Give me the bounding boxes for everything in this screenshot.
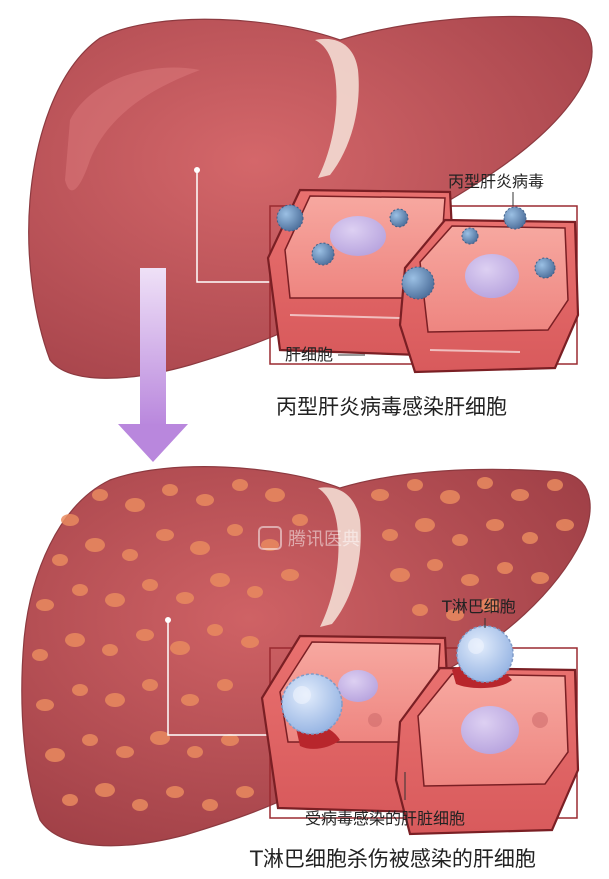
bottom-panel: 腾讯医典 — [21, 466, 591, 871]
virus-particle — [311, 242, 335, 266]
virus-particle — [401, 266, 435, 300]
svg-text:腾讯医典: 腾讯医典 — [288, 529, 360, 550]
liver-lesions — [32, 477, 574, 811]
top-caption: 丙型肝炎病毒感染肝细胞 — [276, 395, 507, 419]
hepatocyte-label: 肝细胞 — [285, 345, 333, 364]
bottom-caption: T淋巴细胞杀伤被感染的肝细胞 — [249, 847, 536, 871]
top-leader-dot — [194, 167, 200, 173]
virus-particle — [534, 257, 556, 279]
down-arrow — [118, 268, 188, 462]
tcell-label: T淋巴细胞 — [441, 597, 516, 616]
top-leader-line — [196, 170, 270, 283]
virus-particle — [276, 204, 304, 232]
bottom-nucleus-right — [461, 706, 519, 754]
top-liver-highlight — [65, 67, 200, 191]
top-panel: 丙型肝炎病毒 肝细胞 丙型肝炎病毒感染肝细胞 — [28, 15, 593, 419]
infected-cell-label: 受病毒感染的肝脏细胞 — [305, 809, 465, 828]
top-viruses — [276, 204, 556, 300]
watermark: 腾讯医典 — [258, 526, 360, 550]
bottom-leader-dot — [165, 617, 171, 623]
watermark-logo-icon — [258, 526, 282, 550]
t-lymphocyte-right — [456, 625, 514, 683]
top-nucleus-right — [465, 254, 519, 298]
top-nucleus-left — [330, 216, 386, 256]
top-liver-fissure — [315, 38, 359, 179]
virus-particle — [389, 208, 409, 228]
t-lymphocyte-left — [281, 673, 343, 735]
virus-label: 丙型肝炎病毒 — [448, 172, 544, 191]
bottom-leader-line — [167, 620, 270, 736]
bottom-nucleus-left — [338, 670, 378, 702]
bottom-hepatocyte-right — [394, 666, 580, 836]
top-hepatocyte-right — [398, 218, 580, 374]
bottom-liver-fissure — [318, 487, 361, 627]
virus-particle — [503, 206, 527, 230]
virus-particle — [461, 227, 479, 245]
